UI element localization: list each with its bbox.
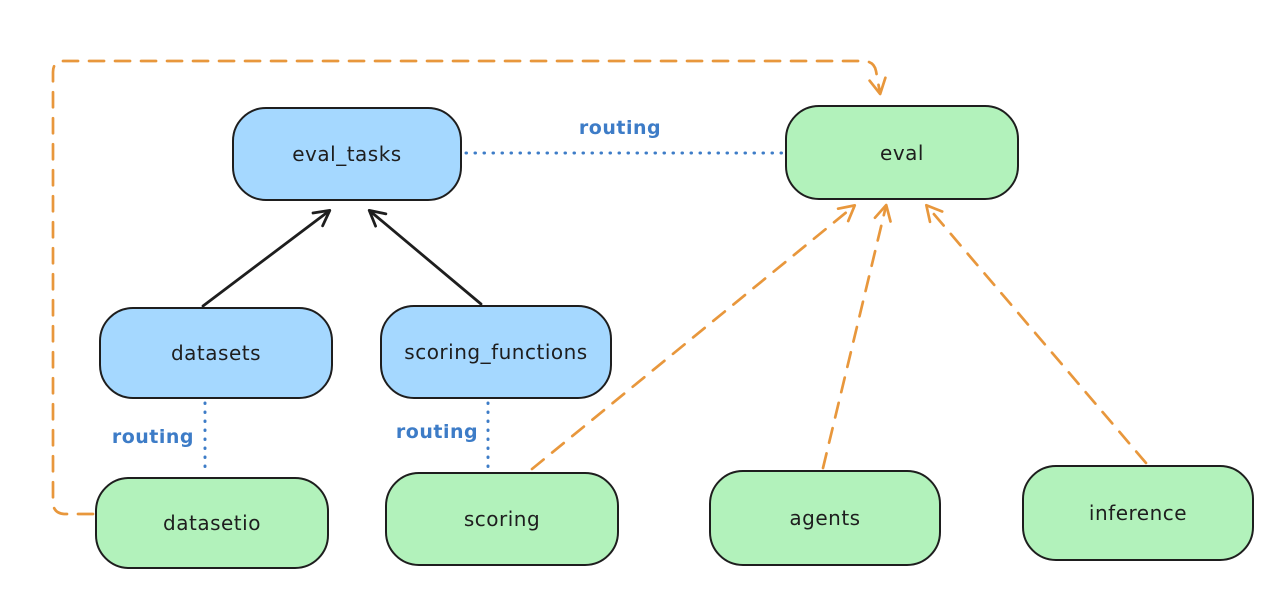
node-inference: inference xyxy=(1022,465,1254,561)
node-datasets-label: datasets xyxy=(170,341,262,365)
edge-scoring-functions-to-eval-tasks-arrow xyxy=(367,208,483,306)
node-eval-tasks-label: eval_tasks xyxy=(292,142,402,166)
node-scoring-functions: scoring_functions xyxy=(380,305,612,399)
node-eval-tasks: eval_tasks xyxy=(232,107,462,201)
node-datasetio-label: datasetio xyxy=(163,511,261,535)
edge-inference-to-eval-arrow xyxy=(925,203,1148,465)
node-agents-label: agents xyxy=(789,506,861,530)
routing-label-eval-tasks-eval: routing xyxy=(578,117,662,139)
node-datasets: datasets xyxy=(99,307,333,399)
edge-datasets-to-eval-tasks-arrow xyxy=(201,208,332,308)
node-scoring-label: scoring xyxy=(463,507,541,531)
node-inference-label: inference xyxy=(1088,501,1188,525)
node-scoring: scoring xyxy=(385,472,619,566)
routing-label-datasets-datasetio: routing xyxy=(111,426,194,448)
node-datasetio: datasetio xyxy=(95,477,329,569)
node-eval-label: eval xyxy=(880,140,924,165)
edge-agents-to-eval-arrow xyxy=(821,203,892,470)
routing-label-scoring-functions-scoring: routing xyxy=(395,421,479,443)
node-agents: agents xyxy=(709,470,941,566)
node-scoring-functions-label: scoring_functions xyxy=(404,340,588,364)
node-eval: eval xyxy=(785,105,1019,200)
